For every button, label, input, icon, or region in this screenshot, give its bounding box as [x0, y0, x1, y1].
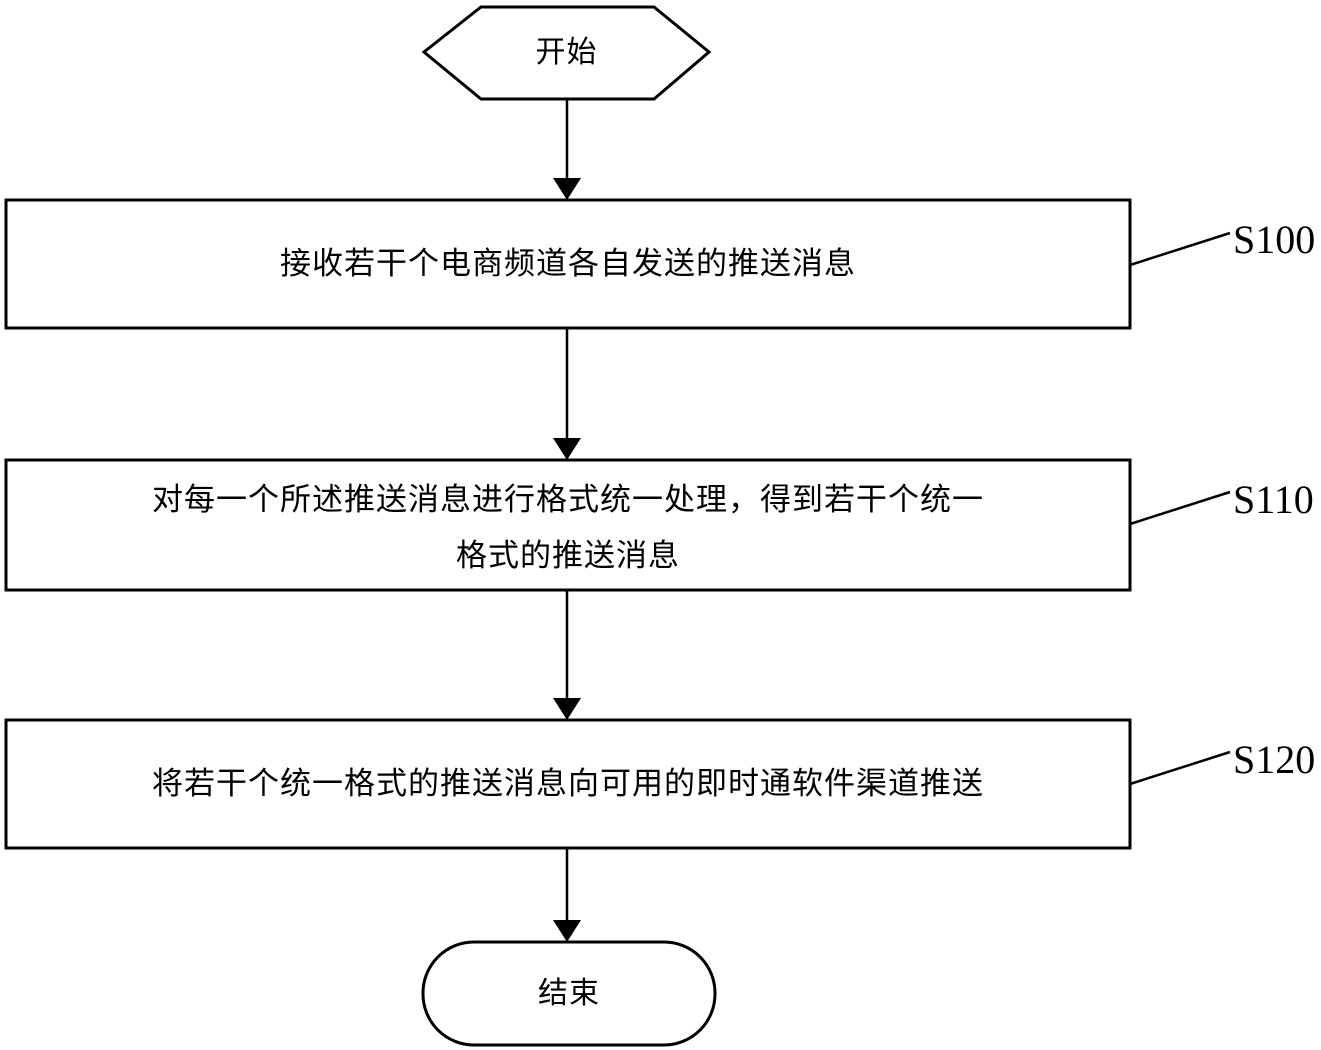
s120-leader-line — [1129, 750, 1231, 786]
connector-start-to-s100-arrowhead — [553, 178, 581, 200]
step-tag-s120: S120 — [1233, 737, 1316, 782]
s100-node-shape[interactable] — [4, 198, 1132, 330]
connector-s100-to-s110-arrowhead — [553, 438, 581, 460]
start-node-label: 开始 — [535, 35, 598, 70]
connector-s110-to-s120-arrowhead — [553, 698, 581, 720]
start-node-shape[interactable] — [421, 5, 712, 101]
s110-node-shape[interactable] — [4, 458, 1132, 592]
step-tag-s110: S110 — [1233, 477, 1314, 522]
s120-node-label: 将若干个统一格式的推送消息向可用的即时通软件渠道推送 — [152, 766, 984, 802]
end-node-shape[interactable] — [421, 940, 717, 1047]
s100-node-label: 接收若干个电商频道各自发送的推送消息 — [280, 246, 856, 282]
s100-leader-line — [1129, 231, 1231, 267]
s110-leader-line — [1129, 490, 1231, 526]
s110-node-label-line-1: 对每一个所述推送消息进行格式统一处理，得到若干个统一 — [152, 482, 984, 518]
s110-node-label-line-2: 格式的推送消息 — [456, 538, 680, 574]
end-node-label: 结束 — [538, 976, 600, 1011]
connector-s120-to-end-arrowhead — [553, 920, 581, 942]
step-tag-s100: S100 — [1233, 217, 1316, 262]
